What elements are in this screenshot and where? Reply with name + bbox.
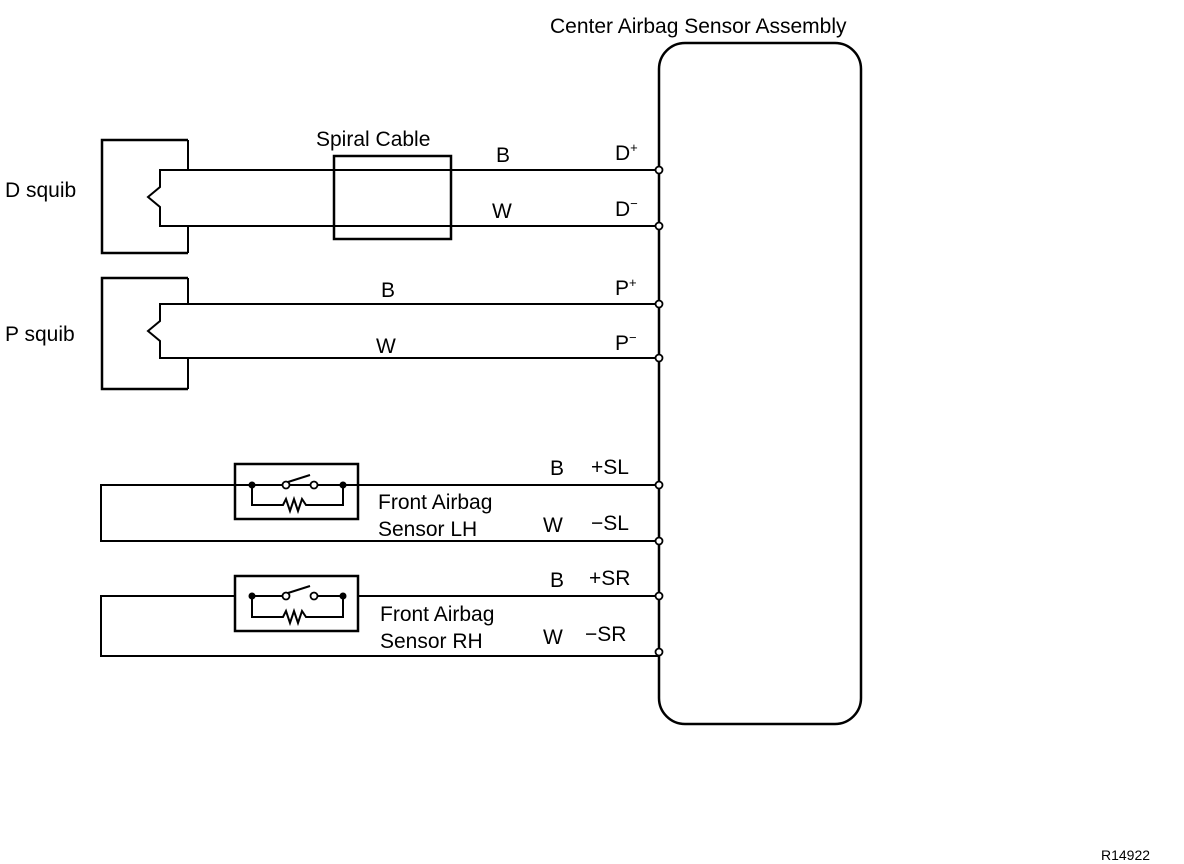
d-plus-terminal [654,165,664,175]
sl-plus-wire-color: B [550,457,564,480]
sl-minus-wire-color: W [543,514,563,537]
p-minus-terminal-label: P− [615,330,637,355]
d-squib-label: D squib [5,179,76,202]
center-airbag-sensor-assembly [657,41,863,726]
spiral-cable-label: Spiral Cable [316,128,430,151]
d-squib [100,138,189,255]
sr-minus-terminal [654,647,664,657]
front-sensor-rh-wiring [100,595,659,657]
d-minus-terminal-label: D− [615,196,638,221]
front-sensor-lh-label-line1: Front Airbag [378,491,492,514]
sl-minus-terminal [654,536,664,546]
spiral-cable [332,154,453,241]
p-plus-terminal [654,299,664,309]
sr-plus-wire-color: B [550,569,564,592]
p-plus-terminal-label: P+ [615,275,637,300]
sl-minus-terminal-label: −SL [591,512,629,535]
sr-minus-terminal-label: −SR [585,623,626,646]
front-sensor-lh-wiring [100,484,659,542]
sr-plus-terminal [654,591,664,601]
front-sensor-lh-switch-symbol [233,462,360,521]
p-squib [100,276,189,391]
figure-code: R14922 [1101,847,1150,863]
d-plus-terminal-label: D+ [615,140,638,165]
front-sensor-rh-switch-symbol [233,574,360,633]
d-plus-wire-color: B [496,144,510,167]
front-sensor-rh-label-line2: Sensor RH [380,630,483,653]
p-squib-label: P squib [5,323,75,346]
sl-plus-terminal [654,480,664,490]
sl-plus-terminal-label: +SL [591,456,629,479]
p-minus-terminal [654,353,664,363]
p-minus-wire-color: W [376,335,396,358]
p-plus-wire-color: B [381,279,395,302]
d-minus-wire-color: W [492,200,512,223]
d-minus-terminal [654,221,664,231]
front-sensor-lh-label-line2: Sensor LH [378,518,477,541]
sr-minus-wire-color: W [543,626,563,649]
front-sensor-rh-label-line1: Front Airbag [380,603,494,626]
center-unit-title: Center Airbag Sensor Assembly [550,15,847,38]
sr-plus-terminal-label: +SR [589,567,630,590]
